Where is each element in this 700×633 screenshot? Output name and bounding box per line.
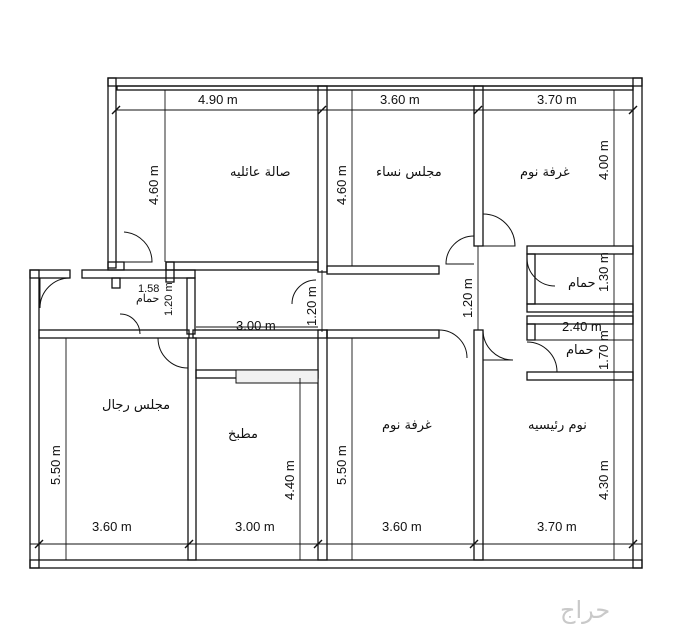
dim-bedroom-bottom-height: 5.50 m	[334, 445, 349, 485]
dim-corridor-2: 1.20 m	[460, 278, 475, 318]
dim-corridor-1: 1.20 m	[304, 286, 319, 326]
interior-walls	[38, 85, 634, 561]
dim-bottom-1: 3.60 m	[92, 519, 132, 534]
dim-top-2: 3.60 m	[380, 92, 420, 107]
outer-walls	[29, 77, 643, 569]
dim-bottom-3: 3.60 m	[382, 519, 422, 534]
room-bath-mid: حمام	[566, 343, 594, 358]
dim-bath-top-height: 1.30 m	[596, 252, 611, 292]
dim-family-height: 4.60 m	[146, 165, 161, 205]
room-bath-top: حمام	[568, 276, 596, 291]
room-women-majlis: مجلس نساء	[376, 165, 442, 180]
dim-kitchen-height: 4.40 m	[282, 460, 297, 500]
dim-bath-small-width: 1.58	[138, 283, 159, 295]
dim-bath-small-height: 1.20 m	[163, 282, 175, 316]
dim-men-height: 5.50 m	[48, 445, 63, 485]
dim-corridor-length: 3.00 m	[236, 318, 276, 333]
doors	[39, 213, 558, 373]
room-family-hall: صالة عائليه	[230, 165, 291, 180]
dim-bath-mid-width: 2.40 m	[562, 319, 602, 334]
room-bedroom-top: غرفة نوم	[520, 165, 570, 180]
room-kitchen: مطبخ	[228, 427, 258, 442]
room-bedroom-bottom: غرفة نوم	[382, 418, 432, 433]
dim-master-height: 4.30 m	[596, 460, 611, 500]
dim-top-1: 4.90 m	[198, 92, 238, 107]
dim-bath-mid-height: 1.70 m	[596, 330, 611, 370]
watermark-logo: حراج	[560, 596, 610, 624]
room-men-majlis: مجلس رجال	[102, 398, 170, 413]
room-master-bedroom: نوم رئيسيه	[528, 418, 587, 433]
dim-bottom-2: 3.00 m	[235, 519, 275, 534]
dim-top-3: 3.70 m	[537, 92, 577, 107]
dim-bottom-4: 3.70 m	[537, 519, 577, 534]
dimension-lines	[30, 90, 642, 560]
dim-women-height: 4.60 m	[334, 165, 349, 205]
dim-bedroom-top-height: 4.00 m	[596, 140, 611, 180]
room-bath-small: حمام	[136, 293, 159, 305]
